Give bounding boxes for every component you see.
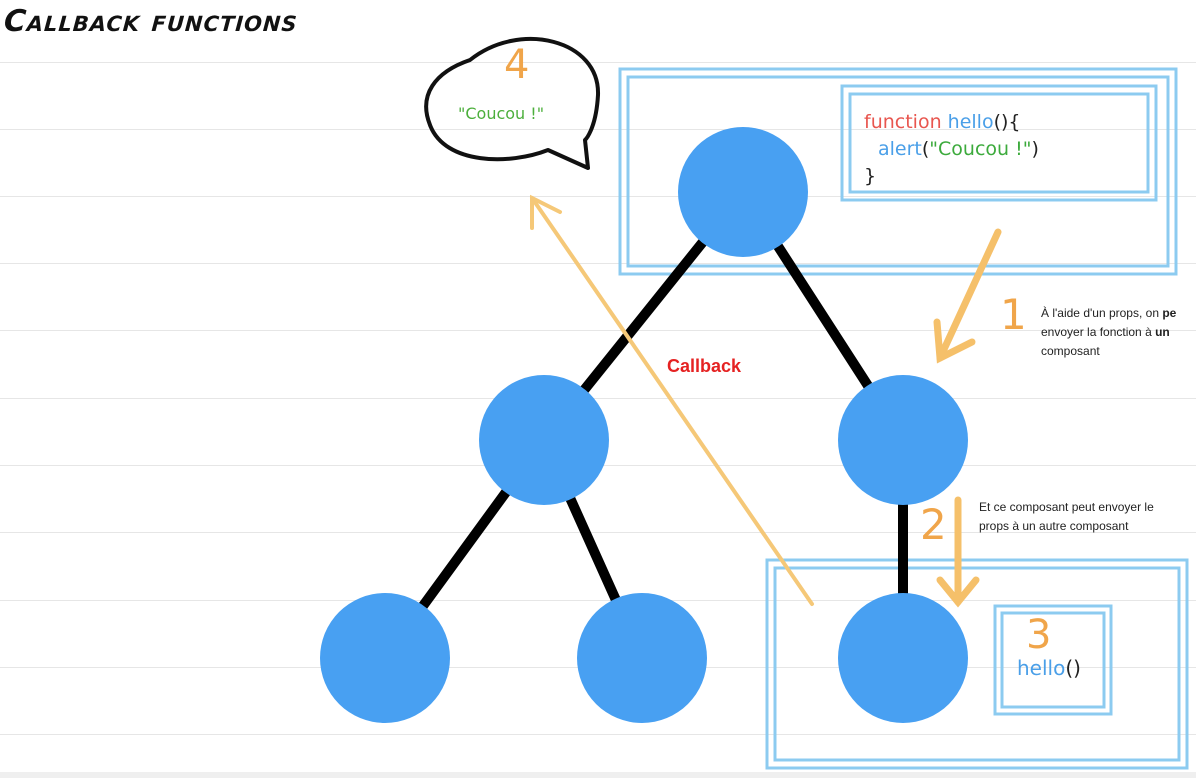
step-4-number: 4: [504, 42, 530, 88]
function-keyword: function: [864, 111, 942, 133]
hello-call: hello(): [1017, 656, 1081, 680]
root-node: [678, 127, 808, 257]
left-node: [479, 375, 609, 505]
note-1-line-3: composant: [1041, 344, 1100, 358]
hello-call-parens: (): [1065, 656, 1081, 680]
alert-close-paren: ): [1031, 138, 1039, 160]
speech-bubble: [424, 37, 601, 170]
note-2-line-2: props à un autre composant: [979, 519, 1129, 533]
code-box: [840, 84, 1158, 202]
code-snippet: function hello(){ alert("Coucou !") }: [864, 109, 1039, 190]
right-leaf-node: [838, 593, 968, 723]
ruled-line: [0, 532, 1196, 533]
tree-nodes: [320, 127, 968, 723]
middle-leaf-node: [577, 593, 707, 723]
ruled-line: [0, 734, 1196, 735]
ruled-line: [0, 263, 1196, 264]
note-2-line-1: Et ce composant peut envoyer le: [979, 500, 1154, 514]
function-signature-rest: (){: [993, 111, 1021, 133]
note-step-2: Et ce composant peut envoyer le props à …: [979, 498, 1154, 536]
callback-label: Callback: [667, 356, 742, 376]
step2-arrow: [936, 496, 980, 608]
alert-call: alert: [878, 138, 922, 160]
ruled-line: [0, 129, 1196, 130]
hello-call-box: [993, 604, 1113, 716]
tree-edges: [380, 187, 908, 663]
note-1-line-2: envoyer la fonction à: [1041, 325, 1156, 339]
leaf-highlight-box: [765, 558, 1189, 770]
step-2-number: 2: [920, 500, 947, 549]
alert-string: "Coucou !": [929, 138, 1032, 160]
ruled-line: [0, 330, 1196, 331]
callback-arrow: [530, 194, 814, 606]
ruled-line: [0, 62, 1196, 63]
code-line-2: alert("Coucou !"): [864, 136, 1039, 163]
step-1-number: 1: [1000, 290, 1027, 339]
step1-arrow: [933, 228, 1002, 364]
step-3-number: 3: [1026, 612, 1052, 658]
alert-open-paren: (: [921, 138, 930, 160]
ruled-line: [0, 398, 1196, 399]
left-leaf-node: [320, 593, 450, 723]
root-highlight-box: [618, 67, 1178, 276]
ruled-line: [0, 600, 1196, 601]
hello-call-name: hello: [1017, 656, 1066, 680]
function-name: hello: [947, 111, 994, 133]
note-step-1: À l'aide d'un props, on pe envoyer la fo…: [1041, 304, 1176, 361]
note-1-line-2-bold: un: [1155, 325, 1170, 339]
note-1-line-1: À l'aide d'un props, on: [1041, 306, 1163, 320]
bottom-scroll-strip: [0, 772, 1196, 778]
note-1-line-1-bold: pe: [1162, 306, 1177, 320]
right-node: [838, 375, 968, 505]
bubble-text: "Coucou !": [458, 104, 545, 123]
code-line-3: }: [864, 165, 877, 187]
ruled-line: [0, 196, 1196, 197]
code-line-1: function hello(){: [864, 109, 1039, 136]
